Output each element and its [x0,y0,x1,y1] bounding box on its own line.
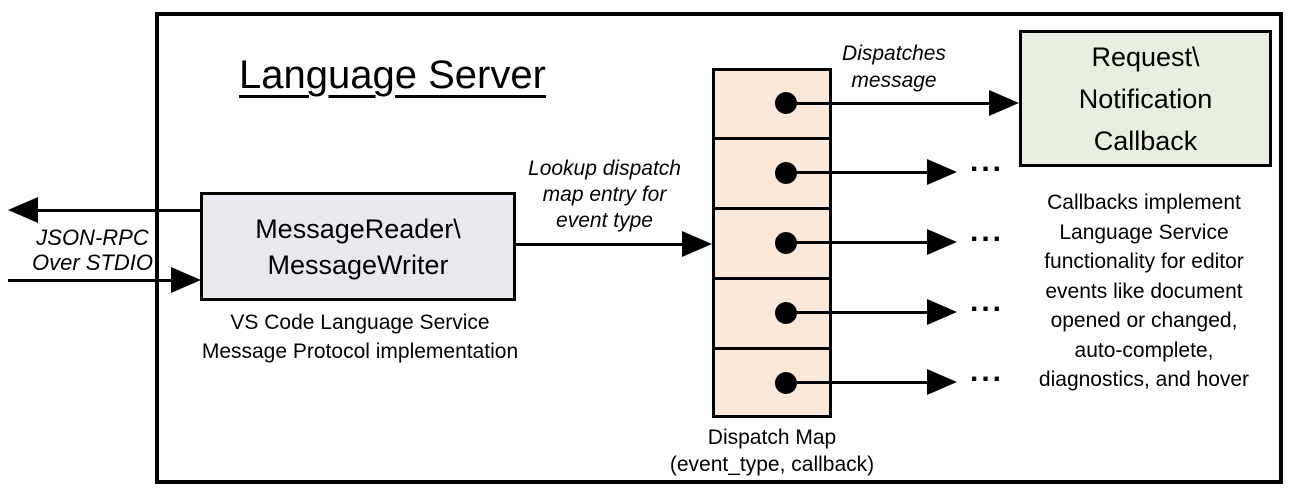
dispatch-map-divider [715,347,829,350]
ellipsis-label: ... [969,355,1004,388]
lookup-arrowhead-icon [682,231,712,257]
stdio-in-arrowhead-icon [171,267,201,293]
callbacks-note: Callbacks implement Language Service fun… [1038,191,1250,391]
dispatch-arrow-line-4 [786,311,929,314]
stdio-label: JSON-RPC Over STDIO [31,225,153,275]
dispatch-map-divider [715,277,829,280]
dispatches-message-label: Dispatches message [842,42,946,92]
dispatch-map-divider [715,207,829,210]
dispatch-arrow-line-1 [786,102,991,105]
dispatch-arrow-line-3 [786,241,929,244]
stdio-in-arrow-line [8,279,173,282]
message-reader-writer-box: MessageReader\ MessageWriter [200,192,516,301]
ellipsis-label: ... [969,285,1004,318]
dispatch-map-caption: Dispatch Map (event_type, callback) [669,426,875,476]
ellipsis-label: ... [969,215,1004,248]
dispatch-map [712,68,832,418]
dispatch-arrowhead-icon [927,369,957,395]
message-reader-writer-caption: VS Code Language Service Message Protoco… [201,311,519,363]
request-notification-callback-box: Request\ Notification Callback [1019,30,1272,167]
dispatch-arrow-line-5 [786,381,929,384]
lookup-arrow-line [516,243,684,246]
diagram-title: Language Server [239,53,546,97]
ellipsis-label: ... [969,145,1004,178]
dispatch-map-divider [715,137,829,140]
stdio-out-arrowhead-icon [8,197,38,223]
dispatch-arrowhead-icon [927,299,957,325]
lookup-arrow-label: Lookup dispatch map entry for event type [528,157,681,232]
dispatch-arrow-line-2 [786,171,929,174]
dispatch-arrowhead-icon [989,90,1019,116]
dispatch-arrowhead-icon [927,159,957,185]
stdio-out-arrow-line [30,209,202,212]
dispatch-arrowhead-icon [927,229,957,255]
